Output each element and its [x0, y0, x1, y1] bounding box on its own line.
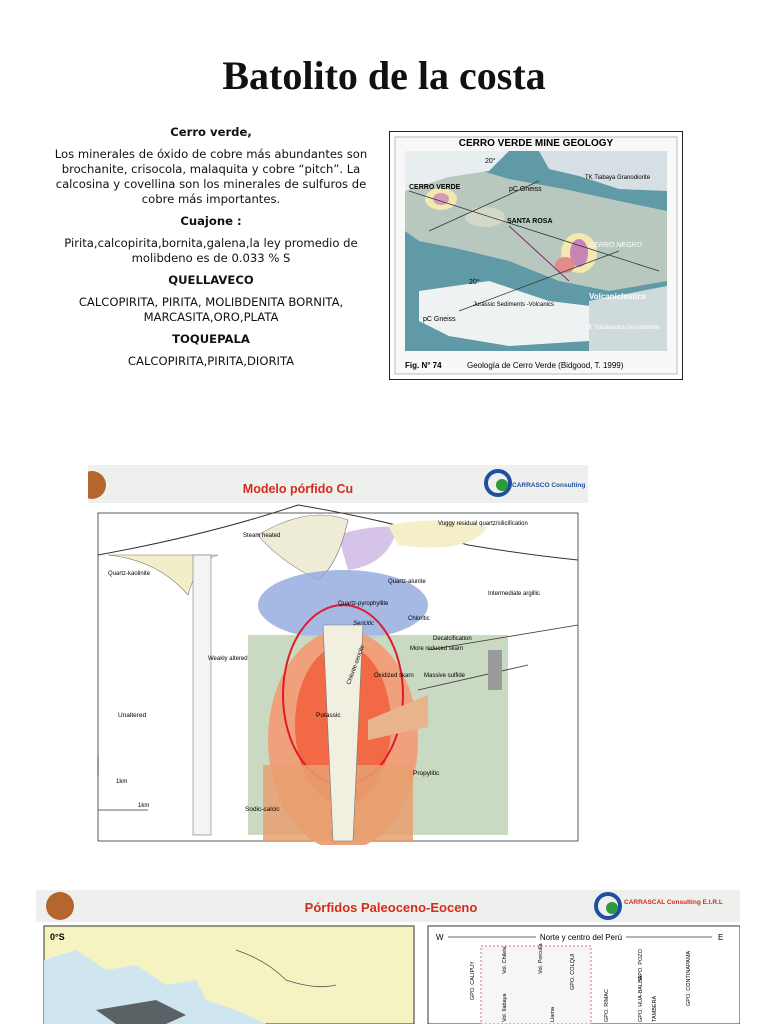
column-label-chilete: Vol. Chilete — [502, 946, 508, 974]
map-latitude-label: 0°S — [50, 932, 65, 942]
column-label-colqui: GPO. COLQUI — [570, 953, 576, 990]
paleocene-eocene-figure: Pórfidos Paleoceno-Eoceno CARRASCAL Cons… — [36, 890, 740, 1024]
geology-caption-text: Geología de Cerro Verde (Bidgood, T. 199… — [467, 361, 624, 370]
label-weakly-altered: Weakly altered — [208, 656, 248, 662]
sub-label-llama: Llama — [550, 1006, 556, 1022]
label-jurassic: Jurassic Sediments -Volcanics — [473, 302, 554, 308]
toquepala-heading: TOQUEPALA — [50, 332, 372, 347]
label-vuggy: Vuggy residual quartz/silicification — [438, 521, 528, 527]
label-scale-horizontal: 1km — [138, 803, 149, 809]
sub-label-ilabaya: Vol. Ilabaya — [502, 993, 508, 1022]
label-sericitic: Sericitic — [353, 621, 374, 627]
label-decalcification: Decalcification — [433, 636, 472, 642]
cuajone-heading: Cuajone : — [50, 214, 372, 229]
label-volcaniclastics: Volcaniclastics — [589, 292, 647, 301]
label-tk-yarabamba: TK Yarabamba Granodiorite — [585, 325, 660, 331]
label-steam-heated: Steam heated — [243, 533, 280, 539]
cerro-verde-heading: Cerro verde, — [50, 125, 372, 140]
label-cerro-negro: CERRO NEGRO — [589, 242, 642, 249]
label-quartz-kaolinite: Quartz-kaolinite — [108, 571, 151, 577]
paleocene-title: Pórfidos Paleoceno-Eoceno — [305, 900, 478, 915]
cuajone-body: Pirita,calcopirita,bornita,galena,la ley… — [50, 236, 372, 266]
geology-caption-number: Fig. N° 74 — [405, 361, 442, 370]
geology-map-title: CERRO VERDE MINE GEOLOGY — [459, 138, 614, 149]
label-propylitic: Propylitic — [413, 770, 440, 777]
label-angle-top: 20° — [485, 157, 496, 165]
page-title: Batolito de la costa — [0, 52, 768, 99]
label-santa-rosa: SANTA ROSA — [507, 218, 553, 225]
label-potassic: Potassic — [316, 712, 341, 719]
toquepala-body: CALCOPIRITA,PIRITA,DIORITA — [50, 354, 372, 369]
label-cerro-verde: CERRO VERDE — [409, 184, 461, 191]
sub-label-tambera: TAMBERA — [652, 995, 658, 1022]
quellaveco-body: CALCOPIRITA, PIRITA, MOLIBDENITA BORNITA… — [50, 295, 372, 325]
porphyry-model-title: Modelo pórfido Cu — [243, 482, 353, 496]
mineral-description-column: Cerro verde, Los minerales de óxido de c… — [50, 125, 372, 376]
sub-label-hua-balba: GPO. HUA-BALBA — [638, 975, 644, 1022]
label-tk-tiabaya: TK Tiabaya Granodiorite — [585, 175, 651, 181]
left-logo-icon — [46, 892, 74, 920]
label-intermediate-argillic: Intermediate argillic — [488, 591, 540, 597]
column-label-pozo: GPO. POZO — [638, 948, 644, 980]
label-chloritic: Chloritic — [408, 616, 430, 622]
label-pc-gneiss-bottom: pC Gneiss — [423, 316, 456, 323]
label-unaltered: Unaltered — [118, 712, 147, 719]
label-scale-vertical: 1km — [116, 779, 127, 785]
cerro-verde-geology-figure: CERRO VERDE MINE GEOLOGY 20° 20° CERRO V… — [389, 131, 683, 380]
cerro-verde-body: Los minerales de óxido de cobre más abun… — [50, 147, 372, 207]
column-label-rimac: GPO. RIMAC — [604, 989, 610, 1022]
porphyry-cross-section — [98, 505, 578, 845]
label-sodic-calcic: Sodic-calcic — [245, 806, 280, 813]
column-label-porculla: Vol. Porculla — [538, 942, 544, 974]
label-quartz-alunite: Quartz-alunite — [388, 579, 426, 585]
carrascal-logo-text: CARRASCAL Consulting E.I.R.L — [624, 899, 723, 906]
carrasco-logo-text: CARRASCO Consulting — [512, 482, 585, 489]
section-west-label: W — [436, 933, 444, 942]
label-pc-gneiss-top: pC Gneiss — [509, 186, 542, 193]
globe-icon — [496, 479, 508, 491]
porphyry-cu-model-figure: Modelo pórfido Cu CARRASCO Consulting St… — [88, 465, 588, 845]
label-oxidized-skarn: Oxidized skarn — [374, 673, 414, 679]
globe-icon — [606, 902, 618, 914]
label-more-reduced-skarn: More reduced skarn — [410, 646, 463, 652]
label-angle-bottom: 20° — [469, 278, 480, 286]
quellaveco-heading: QUELLAVECO — [50, 273, 372, 288]
column-label-calipuy: GPO. CALIPUY — [470, 961, 476, 1000]
section-east-label: E — [718, 933, 723, 942]
column-label-continapama: GPO. CONTINAPAMA — [686, 950, 692, 1006]
label-massive-sulfide: Massive sulfide — [424, 673, 466, 679]
label-quartz-pyrophyllite: Quartz-pyrophyllite — [338, 601, 389, 607]
section-title: Norte y centro del Perú — [540, 933, 622, 942]
